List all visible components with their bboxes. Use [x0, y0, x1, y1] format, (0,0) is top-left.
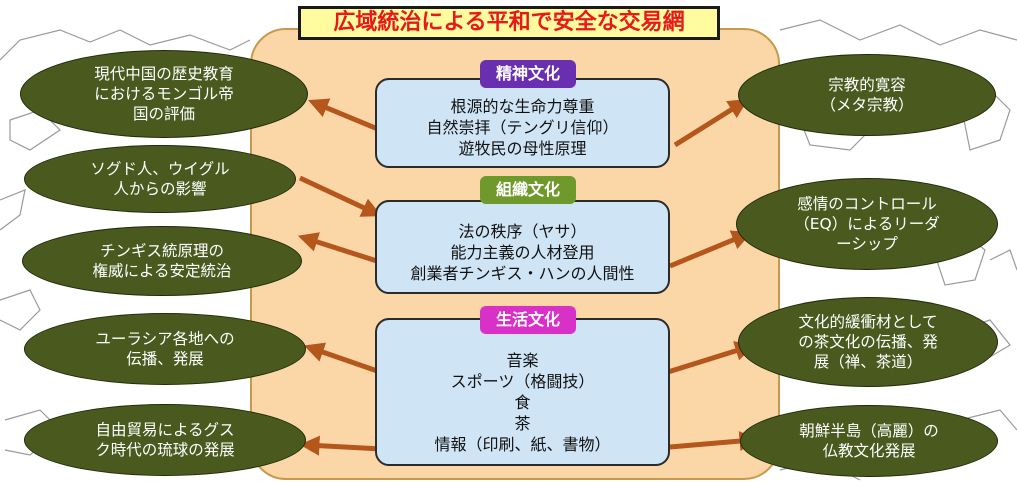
life-line-1: 音楽	[506, 350, 539, 370]
right-oval-4-line-2: 仏教文化発展	[822, 442, 916, 460]
spirit-line-1: 根源的な生命力尊重	[450, 96, 595, 116]
left-oval-4: ユーラシア各地への 伝播、発展	[24, 313, 306, 385]
left-oval-4-line-2: 伝播、発展	[126, 350, 204, 368]
life-line-3: 食	[514, 392, 531, 412]
arrow-spirit-to-left1	[308, 98, 386, 135]
arrow-life-to-right4	[669, 431, 760, 452]
left-oval-5-line-1: 自由貿易によるグス	[95, 421, 235, 439]
right-oval-3-line-2: の茶文化の伝播、発	[798, 333, 938, 351]
left-oval-2: ソグド人、ウイグル 人からの影響	[24, 145, 296, 213]
arrow-life-to-left4	[303, 342, 384, 376]
life-culture-box: 音楽 スポーツ（格闘技） 食 茶 情報（印刷、紙、書物）	[375, 318, 670, 466]
right-oval-4: 朝鮮半島（高麗）の 仏教文化発展	[740, 405, 998, 477]
left-oval-5: 自由貿易によるグス ク時代の琉球の発展	[24, 404, 306, 476]
right-oval-1-line-2: （メタ宗教）	[820, 96, 914, 114]
left-oval-1-line-3: 国の評価	[132, 105, 195, 123]
org-line-3: 創業者チンギス・ハンの人間性	[410, 263, 635, 283]
right-oval-3-line-1: 文化的緩衝材として	[798, 313, 938, 331]
right-oval-2-line-2: （EQ）によるリーダ	[794, 215, 940, 233]
arrow-life-to-left5	[299, 435, 384, 456]
left-oval-1-line-2: におけるモンゴル帝	[94, 85, 234, 103]
left-oval-3-line-1: チンギス統原理の	[99, 242, 224, 260]
org-line-1: 法の秩序（ヤサ）	[458, 221, 587, 241]
left-oval-3-line-2: 権威による安定統治	[92, 262, 232, 280]
right-oval-3-line-3: 展（禅、茶道）	[813, 353, 923, 371]
left-oval-2-line-1: ソグド人、ウイグル	[90, 160, 230, 178]
right-oval-3: 文化的緩衝材として の茶文化の伝播、発 展（禅、茶道）	[738, 297, 998, 387]
right-oval-2-line-1: 感情のコントロール	[797, 195, 937, 213]
right-oval-1-line-1: 宗教的寛容	[828, 76, 906, 94]
right-oval-4-line-1: 朝鮮半島（高麗）の	[799, 422, 939, 440]
right-oval-2: 感情のコントロール （EQ）によるリーダ ーシップ	[736, 178, 998, 270]
arrow-org-to-left3	[297, 232, 384, 266]
life-culture-tag: 生活文化	[480, 306, 576, 334]
left-oval-1: 現代中国の歴史教育 におけるモンゴル帝 国の評価	[20, 50, 308, 138]
org-culture-box: 法の秩序（ヤサ） 能力主義の人材登用 創業者チンギス・ハンの人間性	[375, 200, 670, 294]
spirit-line-2: 自然崇拝（テングリ信仰）	[426, 117, 619, 137]
left-oval-1-line-1: 現代中国の歴史教育	[94, 65, 234, 83]
org-line-2: 能力主義の人材登用	[450, 242, 595, 262]
arrow-spirit-to-right1	[673, 99, 749, 148]
spirit-culture-tag: 精神文化	[480, 60, 576, 88]
arrow-org-to-right2	[669, 230, 752, 269]
left-oval-5-line-2: ク時代の琉球の発展	[95, 441, 235, 459]
diagram-title: 広域統治による平和で安全な交易網	[298, 6, 720, 40]
life-line-5: 情報（印刷、紙、書物）	[434, 434, 611, 454]
spirit-line-3: 遊牧民の母性原理	[458, 138, 587, 158]
life-line-4: 茶	[514, 413, 531, 433]
right-oval-2-line-3: ーシップ	[836, 235, 898, 253]
org-culture-tag: 組織文化	[480, 176, 576, 204]
right-oval-1: 宗教的寛容 （メタ宗教）	[738, 54, 996, 136]
left-oval-2-line-2: 人からの影響	[113, 180, 207, 198]
left-oval-3: チンギス統原理の 権威による安定統治	[22, 226, 302, 296]
left-oval-4-line-1: ユーラシア各地への	[95, 330, 235, 348]
life-line-2: スポーツ（格闘技）	[450, 371, 595, 391]
spirit-culture-box: 根源的な生命力尊重 自然崇拝（テングリ信仰） 遊牧民の母性原理	[375, 78, 670, 168]
arrow-left2-to-org	[298, 175, 382, 217]
arrow-life-to-right3	[667, 341, 756, 375]
